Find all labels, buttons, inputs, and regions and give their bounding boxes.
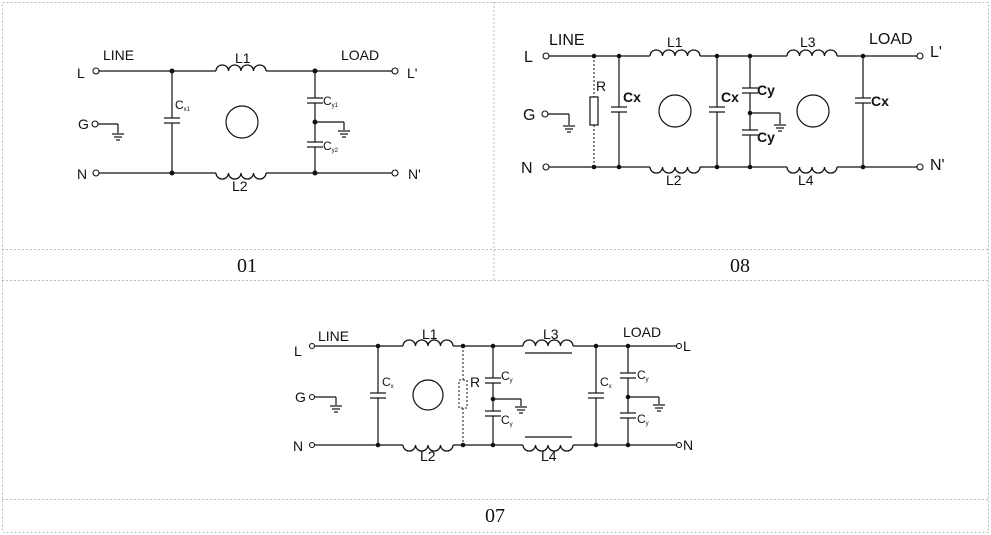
caption-07: 07 bbox=[485, 505, 505, 527]
terminal-n-label: N bbox=[77, 166, 87, 182]
terminal-g-label: G bbox=[78, 116, 89, 132]
circuit-08: L G N LINE LOAD L' N' L1 L2 L3 L4 R Cx C… bbox=[521, 31, 945, 188]
line-label: LINE bbox=[103, 47, 134, 63]
terminal-g-label: G bbox=[295, 389, 306, 405]
line-label: LINE bbox=[318, 328, 349, 344]
terminal-l-out-label: L bbox=[683, 338, 691, 354]
caption-08: 08 bbox=[730, 255, 750, 277]
coil-l1-label: L1 bbox=[235, 50, 251, 66]
coil-l2-label: L2 bbox=[666, 172, 682, 188]
coil-l2-label: L2 bbox=[232, 178, 248, 194]
coil-l1-label: L1 bbox=[667, 34, 683, 50]
cy4-label: Cy bbox=[637, 412, 649, 427]
load-label: LOAD bbox=[341, 47, 379, 63]
cy2-label: Cy2 bbox=[323, 139, 339, 154]
terminal-n-label: N bbox=[293, 438, 303, 454]
terminal-n-prime-label: N' bbox=[408, 166, 421, 182]
cy2-label: Cy bbox=[501, 413, 513, 428]
coil-l1-label: L1 bbox=[422, 326, 438, 342]
terminal-l-prime-label: L' bbox=[407, 65, 417, 81]
cx-label: Cx1 bbox=[175, 98, 191, 113]
terminal-n-label: N bbox=[521, 160, 533, 177]
circuit-07: L G N LINE LOAD L N L1 L2 L3 L4 R Cx Cy … bbox=[293, 324, 693, 464]
cy3-label: Cy bbox=[637, 368, 649, 383]
terminal-l-label: L bbox=[77, 65, 85, 81]
cy1-label: Cy1 bbox=[323, 94, 339, 109]
caption-01: 01 bbox=[237, 255, 257, 277]
coil-l2-label: L2 bbox=[420, 448, 436, 464]
cx1-label: Cx bbox=[382, 375, 394, 390]
cx1-label: Cx bbox=[623, 89, 641, 105]
cx3-label: Cx bbox=[871, 93, 889, 109]
terminal-g-label: G bbox=[523, 107, 535, 124]
cy1-label: Cy bbox=[757, 82, 775, 98]
resistor-r-label: R bbox=[596, 78, 606, 94]
terminal-n-out-label: N bbox=[683, 437, 693, 453]
coil-l3-label: L3 bbox=[800, 34, 816, 50]
terminal-l-label: L bbox=[294, 343, 302, 359]
line-label: LINE bbox=[549, 32, 585, 49]
resistor-r-label: R bbox=[470, 374, 480, 390]
load-label: LOAD bbox=[623, 324, 661, 340]
cx2-label: Cx bbox=[600, 375, 612, 390]
cx2-label: Cx bbox=[721, 89, 739, 105]
coil-l3-label: L3 bbox=[543, 326, 559, 342]
load-label: LOAD bbox=[869, 31, 913, 48]
terminal-l-prime-label: L' bbox=[930, 44, 942, 61]
coil-l4-label: L4 bbox=[541, 448, 557, 464]
circuit-01: L G N LINE LOAD L' N' L1 L2 Cx1 Cy1 Cy2 bbox=[77, 47, 421, 194]
coil-l4-label: L4 bbox=[798, 172, 814, 188]
terminal-n-prime-label: N' bbox=[930, 157, 945, 174]
cy1-label: Cy bbox=[501, 369, 513, 384]
cy2-label: Cy bbox=[757, 129, 775, 145]
terminal-l-label: L bbox=[524, 49, 533, 66]
